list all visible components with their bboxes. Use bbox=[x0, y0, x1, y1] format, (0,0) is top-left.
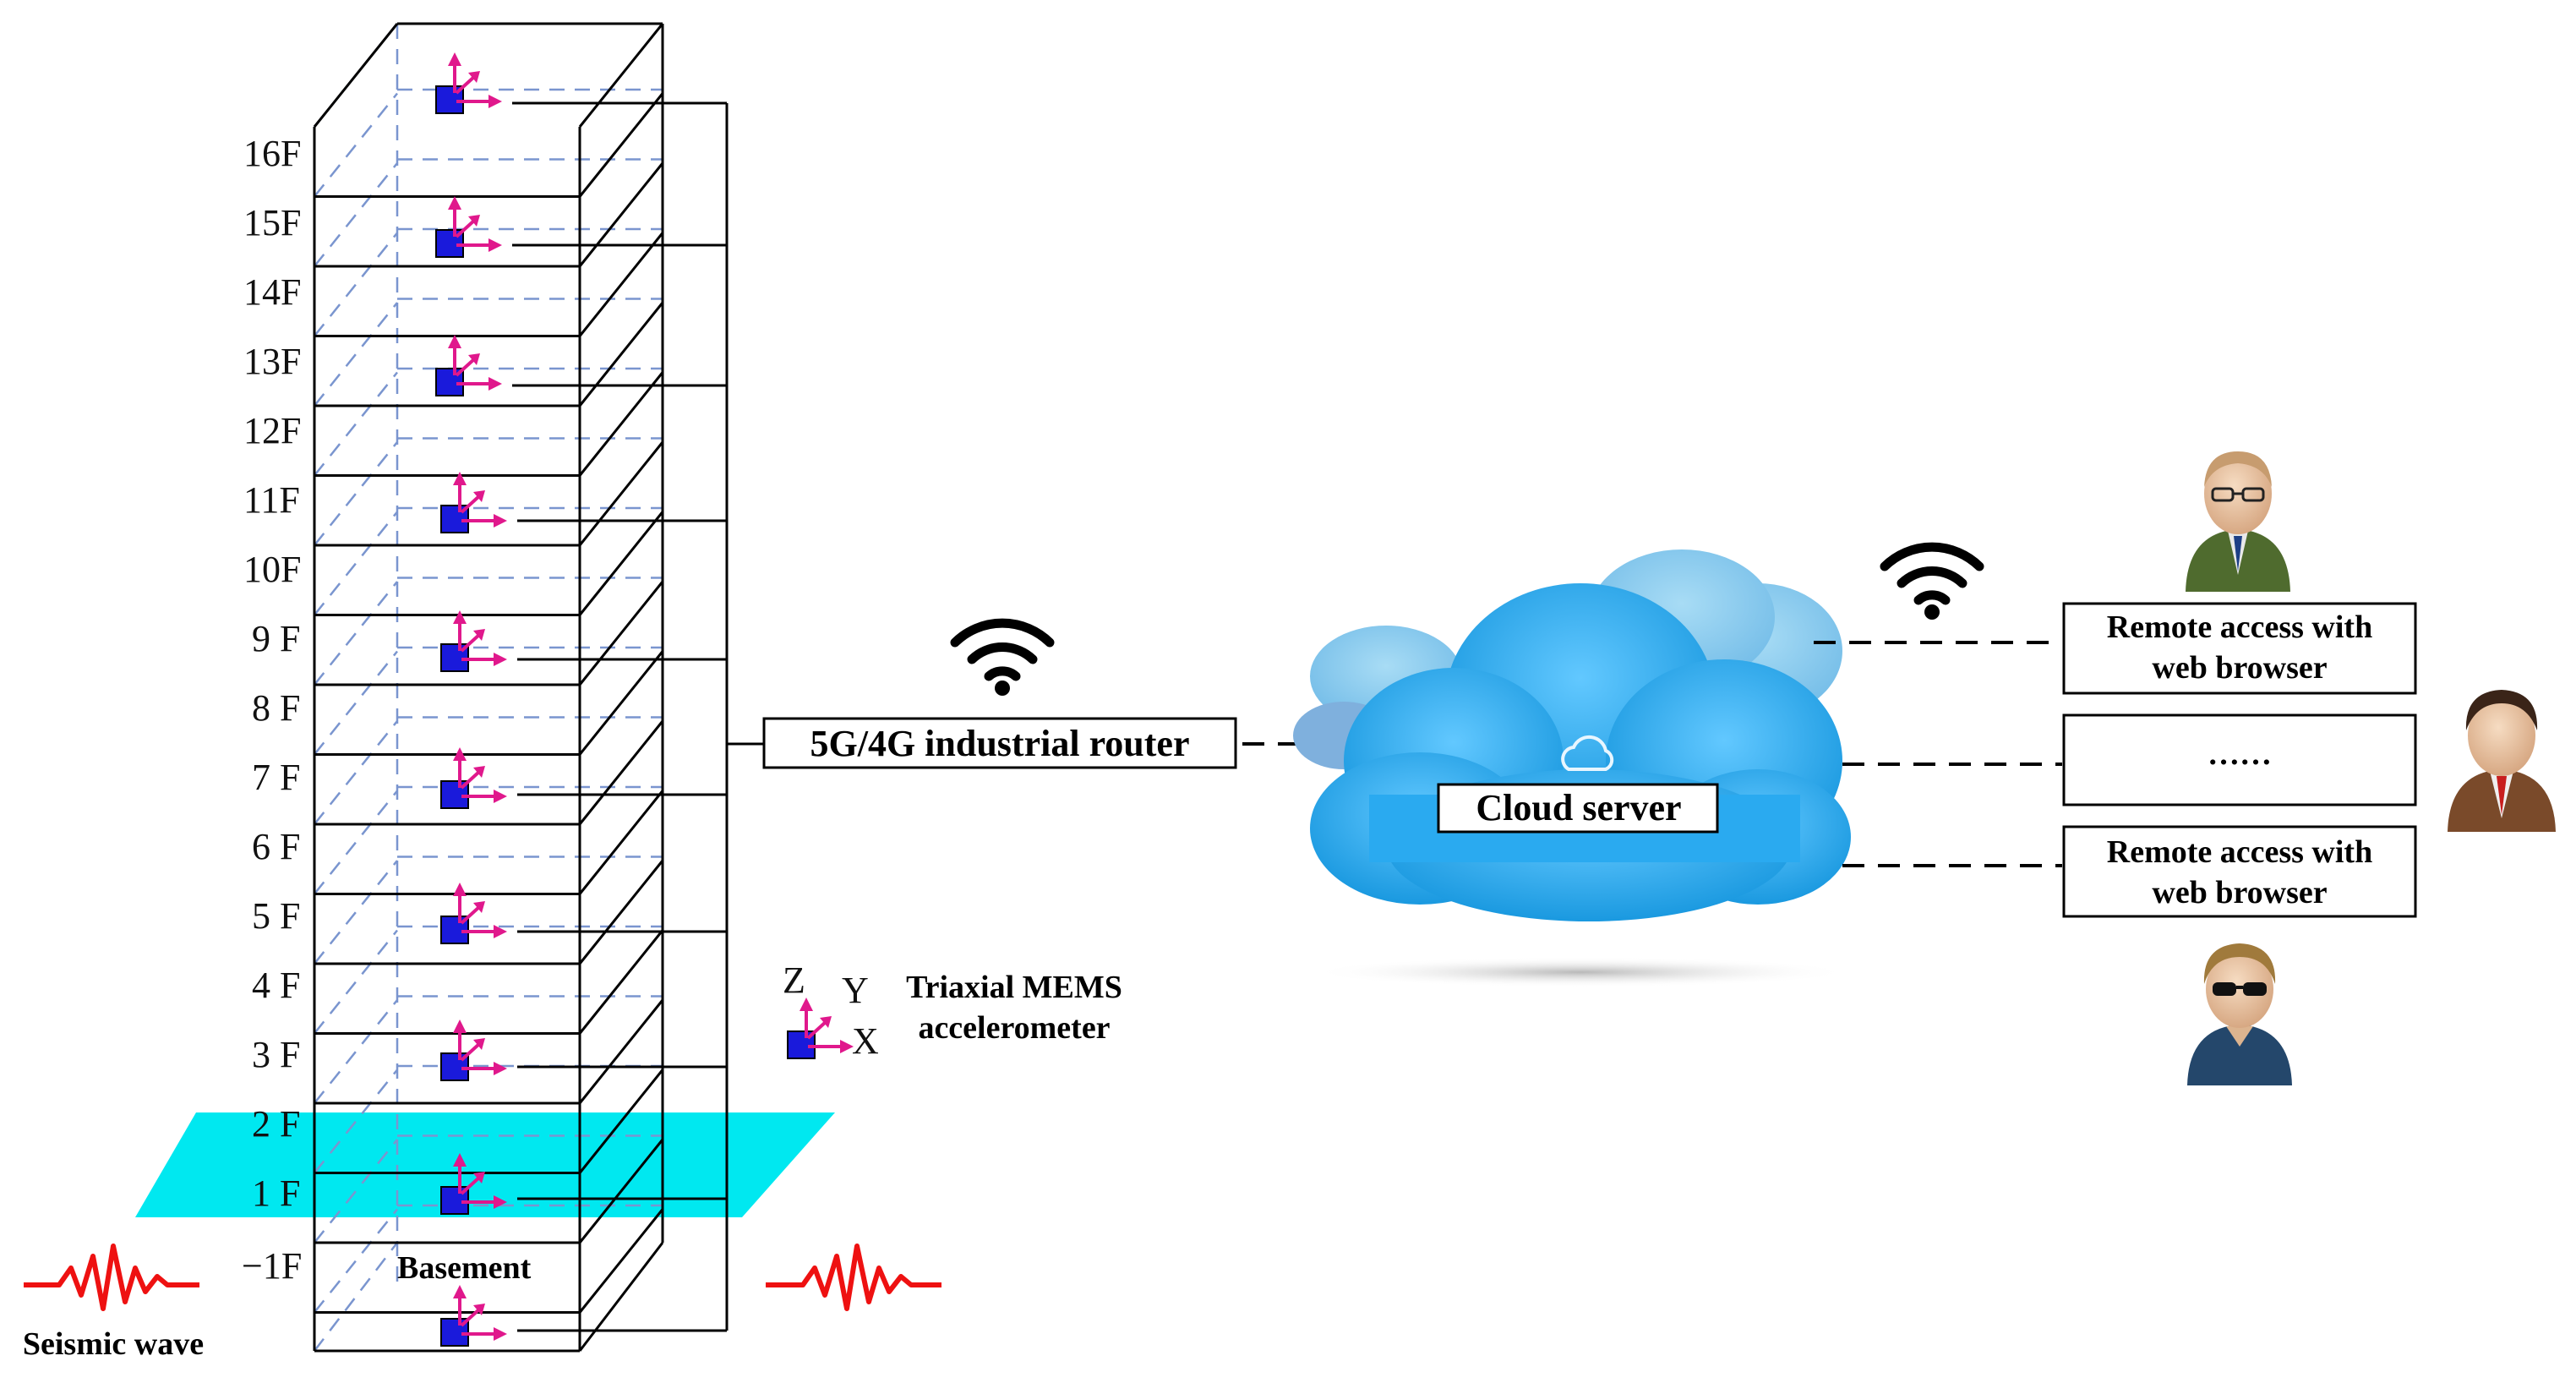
sensor-7f bbox=[439, 746, 509, 810]
router-label: 5G/4G industrial router bbox=[810, 723, 1190, 764]
sensor-11f bbox=[439, 470, 509, 534]
cloud-shadow bbox=[1310, 957, 1851, 987]
access-box-3 bbox=[2062, 825, 2417, 918]
floor-label-14: 14F bbox=[243, 271, 301, 313]
floor-slab-hidden-edge bbox=[314, 1069, 398, 1174]
floor-label-1: 1 F bbox=[252, 1173, 300, 1214]
cloud-server-box bbox=[1437, 783, 1719, 834]
sensor-wiring bbox=[512, 101, 764, 1332]
floor-label-5: 5 F bbox=[252, 895, 300, 937]
floor-label-15: 15F bbox=[243, 202, 301, 243]
legend-title-line1: Triaxial MEMS bbox=[906, 970, 1122, 1005]
user-avatar-sunglasses-icon bbox=[2187, 943, 2292, 1085]
access-box-2 bbox=[2062, 713, 2417, 806]
cloud-server bbox=[1293, 549, 1851, 921]
floor-label-12: 12F bbox=[243, 410, 301, 451]
floor-slab-side bbox=[578, 1139, 664, 1244]
floor-label-2: 2 F bbox=[252, 1103, 300, 1145]
sensor-legend: Z Y X Triaxial MEMS accelerometer bbox=[783, 959, 1122, 1062]
floor-slab-hidden-edge bbox=[314, 441, 398, 546]
floor-slab-hidden-edge bbox=[314, 92, 398, 198]
sensor-3f bbox=[439, 1018, 509, 1082]
access-box-1-line2: web browser bbox=[2152, 650, 2327, 686]
floor-slab-side bbox=[578, 790, 664, 895]
floor-slab-side bbox=[578, 860, 664, 965]
floor-slab-side bbox=[578, 929, 664, 1035]
floor-slab-side bbox=[578, 162, 664, 267]
floor-label-4: 4 F bbox=[252, 965, 300, 1006]
seismic-wave-left bbox=[24, 1244, 199, 1311]
sensor-15f bbox=[434, 194, 504, 259]
cloud-small-icon bbox=[1561, 735, 1614, 771]
floor-label-9: 9 F bbox=[252, 618, 300, 659]
user-avatar-tie-icon bbox=[2448, 690, 2556, 832]
floor-slab-side bbox=[578, 1069, 664, 1174]
floor-slab-side bbox=[578, 371, 664, 477]
floor-label-basement: −1F bbox=[242, 1245, 302, 1287]
basement-label: Basement bbox=[397, 1250, 532, 1286]
wifi-icon-router bbox=[950, 618, 1055, 696]
floor-label-16: 16F bbox=[243, 133, 301, 174]
cloud-server-label: Cloud server bbox=[1476, 787, 1681, 828]
sensor-9f bbox=[439, 609, 509, 673]
floor-slab-hidden-edge bbox=[314, 1208, 398, 1314]
access-box-3-line2: web browser bbox=[2152, 875, 2327, 910]
floor-slab-hidden-edge bbox=[314, 511, 398, 616]
floor-slab-hidden-edge bbox=[314, 720, 398, 825]
seismic-wave-label: Seismic wave bbox=[23, 1326, 204, 1362]
floor-slab-side bbox=[578, 511, 664, 616]
floor-slab-side bbox=[578, 441, 664, 546]
floor-slab-side bbox=[578, 720, 664, 825]
access-box-3-line1: Remote access with bbox=[2107, 834, 2372, 870]
legend-axis-x: X bbox=[852, 1020, 879, 1062]
router-box bbox=[762, 717, 1237, 769]
access-box-1-line1: Remote access with bbox=[2107, 610, 2372, 645]
floor-slab-side bbox=[578, 232, 664, 337]
floor-slab-hidden-edge bbox=[314, 162, 398, 267]
floor-slab-hidden-edge bbox=[314, 232, 398, 337]
access-box-1 bbox=[2062, 602, 2417, 695]
floor-slab-hidden-edge bbox=[314, 790, 398, 895]
sensor-13f bbox=[434, 333, 504, 397]
legend-axis-z: Z bbox=[783, 959, 805, 1001]
floor-label-13: 13F bbox=[243, 341, 301, 382]
sensor-5f bbox=[439, 881, 509, 945]
floor-slab-hidden-edge bbox=[314, 999, 398, 1104]
floor-slab-side bbox=[578, 302, 664, 407]
floor-slab-hidden-edge bbox=[314, 860, 398, 965]
floor-slab-side bbox=[578, 650, 664, 756]
sensor-roof bbox=[434, 51, 504, 115]
floor-slab-hidden-edge bbox=[314, 1139, 398, 1244]
wifi-icon-cloud bbox=[1880, 542, 1984, 620]
ground-plane bbox=[135, 1112, 835, 1217]
floor-labels: 16F 15F 14F 13F 12F 11F 10F 9 F 8 F 7 F … bbox=[242, 133, 302, 1287]
legend-title-line2: accelerometer bbox=[918, 1010, 1110, 1046]
floor-slab-hidden-edge bbox=[314, 302, 398, 407]
floor-label-11: 11F bbox=[243, 479, 300, 521]
floor-slab-hidden-edge bbox=[314, 650, 398, 756]
floor-slab-hidden-edge bbox=[314, 929, 398, 1035]
access-box-2-line1: …… bbox=[2208, 736, 2272, 772]
floor-slab-hidden-edge bbox=[314, 371, 398, 477]
floor-slab-side bbox=[578, 92, 664, 198]
floor-label-3: 3 F bbox=[252, 1034, 300, 1075]
floor-slab-side bbox=[578, 1208, 664, 1314]
legend-axis-y: Y bbox=[842, 970, 869, 1011]
floor-label-10: 10F bbox=[243, 549, 301, 590]
floor-label-8: 8 F bbox=[252, 687, 300, 729]
floor-label-6: 6 F bbox=[252, 826, 300, 867]
sensor-basement bbox=[439, 1283, 509, 1347]
floor-slab-side bbox=[578, 581, 664, 686]
floor-slab-hidden-edge bbox=[314, 581, 398, 686]
floor-label-7: 7 F bbox=[252, 757, 300, 798]
user-avatar-glasses-icon bbox=[2186, 451, 2290, 592]
seismic-wave-right bbox=[766, 1244, 941, 1311]
floor-slab-side bbox=[578, 999, 664, 1104]
